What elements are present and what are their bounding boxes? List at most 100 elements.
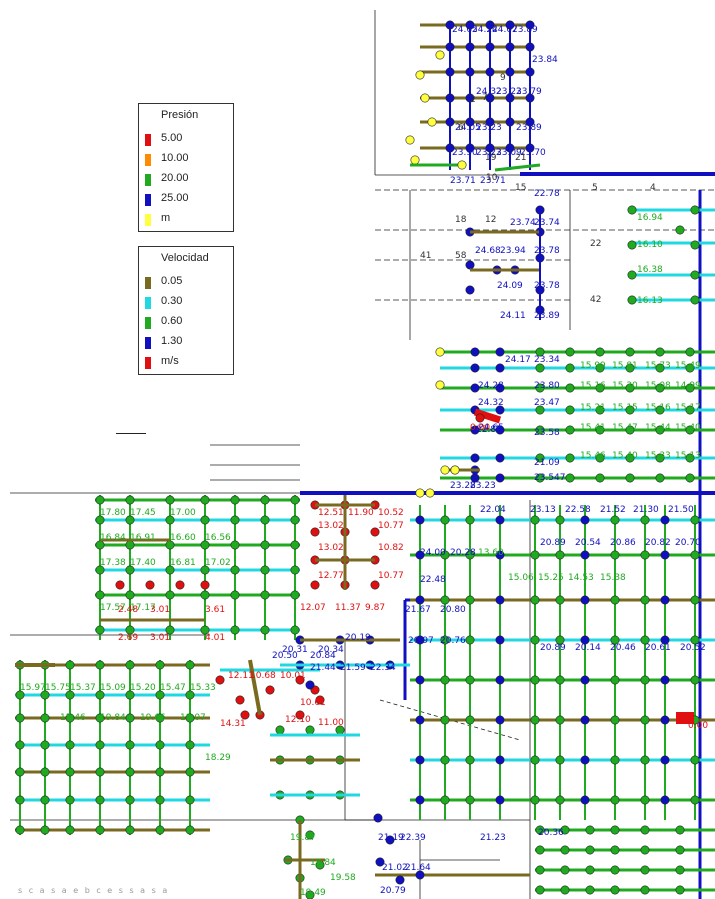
junction-node [690,635,700,645]
node-value-label: 23.78 [534,281,560,291]
junction-node [565,363,575,373]
junction-node [15,795,25,805]
junction-node [495,755,505,765]
node-value-label: 21.30 [633,505,659,515]
junction-node [465,20,475,30]
node-value-label: 12.07 [300,603,326,613]
node-value-label: 16.81 [170,558,196,568]
junction-node [440,635,450,645]
junction-node [155,767,165,777]
junction-node [535,405,545,415]
node-value-label: 3.01 [150,605,170,615]
node-value-label: 23.23 [476,123,502,133]
node-value-label: 16.84 [100,533,126,543]
junction-node [690,515,700,525]
node-value-label: 2.48 [118,605,138,615]
junction-node [165,565,175,575]
junction-node [595,383,605,393]
node-value-label: 24.32 [478,398,504,408]
junction-node [675,885,685,895]
node-value-label: 4.01 [205,633,225,643]
junction-node [565,405,575,415]
junction-node [525,143,535,153]
node-value-label: 15 [515,183,526,193]
node-value-label: 23.71 [450,176,476,186]
node-value-label: 15.81 [612,361,638,371]
junction-node [495,515,505,525]
node-value-label: 24.28 [478,381,504,391]
junction-node [655,425,665,435]
node-value-label: 19.66 [140,713,166,723]
junction-node [445,117,455,127]
junction-node [610,715,620,725]
node-value-label: 12.77 [318,571,344,581]
junction-node [305,890,315,899]
footer-caption: s c a s a e b c e s s a s a [18,886,170,895]
junction-node [260,625,270,635]
node-value-label: 23.71 [480,176,506,186]
node-value-label: 20.61 [645,643,671,653]
node-value-label: 15.16 [580,381,606,391]
junction-node [530,635,540,645]
junction-node [495,453,505,463]
junction-node [690,295,700,305]
junction-node [445,93,455,103]
junction-node [427,117,437,127]
node-value-label: 15.40 [612,451,638,461]
junction-node [95,625,105,635]
node-value-label: 24.17 [505,355,531,365]
junction-node [95,660,105,670]
junction-node [415,595,425,605]
pipe-segment [248,659,262,716]
node-value-label: 15.17 [675,403,701,413]
node-value-label: 24.05 [455,123,481,133]
velocity-swatch [145,277,151,289]
node-value-label: 20.14 [575,643,601,653]
junction-node [660,515,670,525]
junction-node [685,383,695,393]
junction-node [485,117,495,127]
junction-node [15,767,25,777]
node-value-label: 12 [485,215,496,225]
node-value-label: 15.20 [130,683,156,693]
junction-node [530,715,540,725]
junction-node [445,20,455,30]
node-value-label: 15.47 [612,423,638,433]
junction-node [690,795,700,805]
junction-node [95,690,105,700]
junction-node [410,155,420,165]
node-value-label: 20.54 [575,538,601,548]
junction-node [440,595,450,605]
junction-node [580,595,590,605]
junction-node [95,795,105,805]
junction-node [290,515,300,525]
junction-node [685,363,695,373]
junction-node [310,527,320,537]
node-value-label: 4 [650,183,656,193]
junction-node [200,625,210,635]
junction-node [440,755,450,765]
velocity-swatch [145,337,151,349]
junction-node [95,740,105,750]
junction-node [530,795,540,805]
junction-node [610,635,620,645]
junction-node [65,713,75,723]
node-value-label: 20.28 [450,548,476,558]
junction-node [435,380,445,390]
junction-node [640,515,650,525]
junction-node [265,685,275,695]
junction-node [625,425,635,435]
junction-node [690,675,700,685]
node-value-label: 23.79 [516,87,542,97]
junction-node [465,67,475,77]
node-value-label: 24.65 [478,423,504,433]
junction-node [485,67,495,77]
node-value-label: 24.09 [497,281,523,291]
junction-node [95,515,105,525]
node-value-label: 10.61 [300,698,326,708]
junction-node [465,117,475,127]
junction-node [560,825,570,835]
node-value-label: 24.11 [500,311,526,321]
velocity-legend-label: 0.60 [161,315,183,327]
